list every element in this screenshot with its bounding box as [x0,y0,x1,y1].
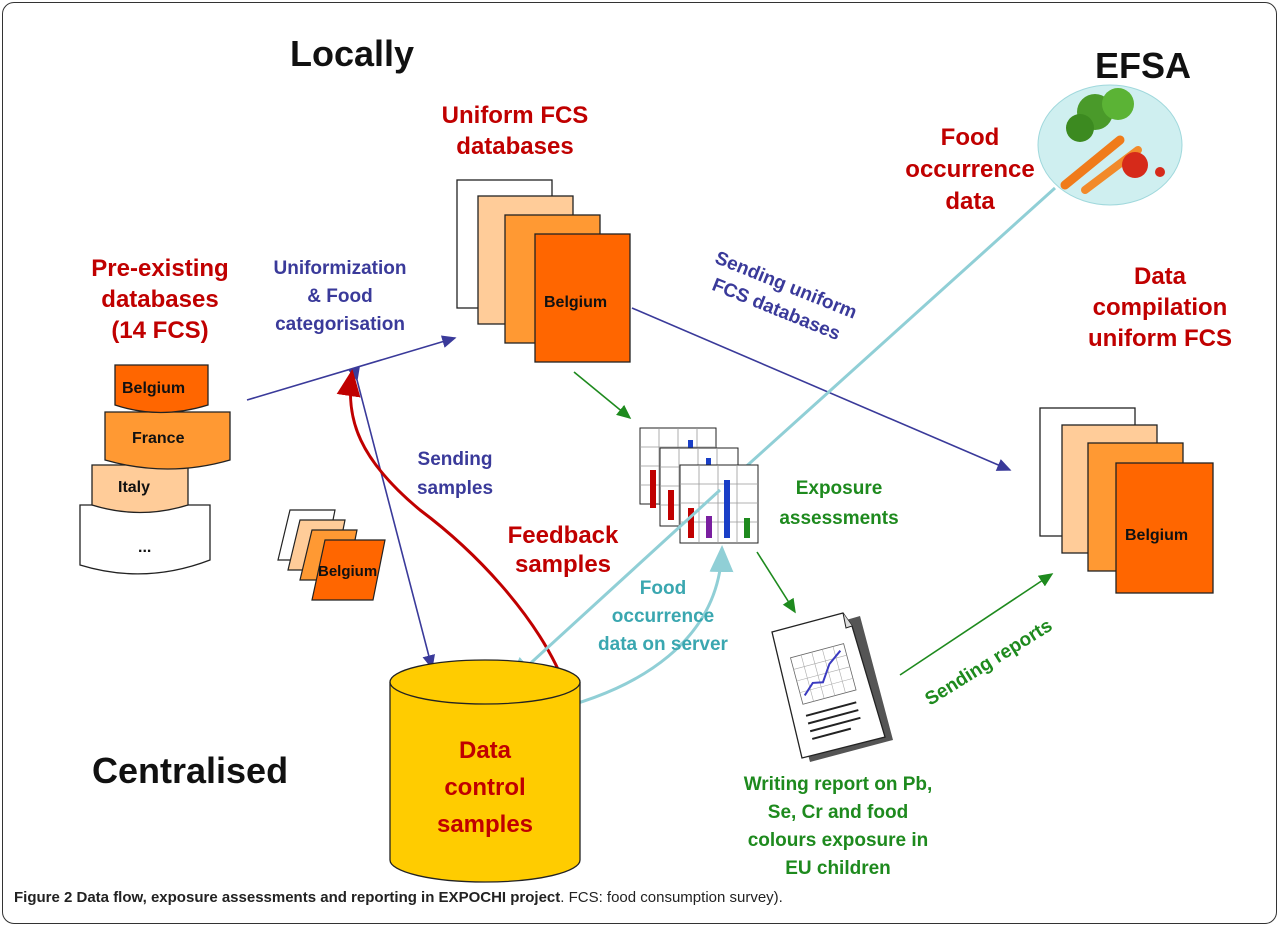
arrow-to-efsa [631,307,1012,471]
cyan-line-food-to-charts [718,186,1057,492]
caption-bold: Figure 2 Data flow, exposure assessments… [14,889,561,906]
page-belgium [114,364,209,414]
food-occurrence-server-label: Food occurrence data on server [598,578,728,655]
report-line-3: colours exposure in [748,830,929,851]
figure-caption: Figure 2 Data flow, exposure assessments… [14,889,1264,906]
data-compilation-line-2: compilation [1093,294,1228,321]
report-line-2: Se, Cr and food [768,802,908,823]
exposure-charts [639,427,759,544]
region-efsa: EFSA [1095,45,1191,86]
server-line-2: occurrence [612,606,714,627]
page-france [104,411,231,470]
report-document-icon [771,612,893,762]
sending-samples-label: Sending samples [417,449,493,499]
caption-rest: . FCS: food consumption survey). [560,889,783,906]
uniform-fcs-line-1: Uniform FCS [442,102,589,129]
food-occurrence-line-1: Food [941,124,1000,151]
sending-uniform-label: Sending uniform FCS databases [709,248,860,345]
sending-reports-label: Sending reports [922,615,1057,710]
pre-existing-pages: ... Italy France Belgium [79,364,231,575]
exposure-line-2: assessments [779,508,898,529]
uniformization-label: Uniformization & Food categorisation [274,258,407,335]
food-occurrence-line-2: occurrence [905,156,1034,183]
report-line-1: Writing report on Pb, [744,774,933,795]
server-line-1: Food [640,578,686,599]
page-belgium-label: Belgium [122,380,185,397]
pre-existing-title: Pre-existing databases (14 FCS) [91,255,228,344]
data-control-line-1: Data [459,737,512,764]
writing-report-label: Writing report on Pb, Se, Cr and food co… [744,774,933,879]
page-dots [79,504,211,575]
pre-existing-line-1: Pre-existing [91,255,228,282]
uniformization-line-3: categorisation [275,314,405,335]
pre-existing-line-2: databases [101,286,218,313]
efsa-front-label: Belgium [1125,527,1188,544]
region-centralised: Centralised [92,750,288,791]
uniformization-line-1: Uniformization [274,258,407,279]
page-dots-label: ... [138,539,151,556]
data-control-cylinder: Data control samples [389,659,581,883]
exposure-label: Exposure assessments [779,478,898,529]
arrow-to-exposure [573,371,632,420]
exposure-line-1: Exposure [796,478,883,499]
pre-existing-line-3: (14 FCS) [111,317,208,344]
uniform-fcs-line-2: databases [456,133,573,160]
data-compilation-line-1: Data [1134,263,1187,290]
server-line-3: data on server [598,634,728,655]
feedback-samples-label: Feedback samples [508,522,619,578]
samples-front-label: Belgium [318,563,377,580]
arrow-food-to-server [507,488,722,685]
uniform-fcs-stack: Belgium [456,179,631,363]
uniformization-line-2: & Food [307,286,372,307]
page-france-label: France [132,430,185,447]
samples-stack: Belgium [277,509,386,601]
arrow-to-report [756,551,796,614]
food-occurrence-line-3: data [945,188,995,215]
data-compilation-title: Data compilation uniform FCS [1088,263,1232,352]
region-locally: Locally [290,33,414,74]
feedback-line-2: samples [515,551,611,578]
uniform-fcs-front-label: Belgium [544,294,607,311]
food-occurrence-label: Food occurrence data [905,124,1034,215]
report-line-4: EU children [785,858,891,879]
sending-samples-line-1: Sending [418,449,493,470]
data-control-line-3: samples [437,811,533,838]
efsa-stack: Belgium [1039,407,1214,594]
data-compilation-line-3: uniform FCS [1088,325,1232,352]
food-plate-illustration [1037,84,1183,206]
feedback-line-1: Feedback [508,522,619,549]
sending-samples-line-2: samples [417,478,493,499]
arrow-sending-reports [899,573,1054,676]
uniform-fcs-title: Uniform FCS databases [442,102,589,160]
page-italy [91,464,189,514]
arrow-sending-samples [347,366,435,670]
data-control-line-2: control [444,774,525,801]
page-italy-label: Italy [118,479,150,496]
